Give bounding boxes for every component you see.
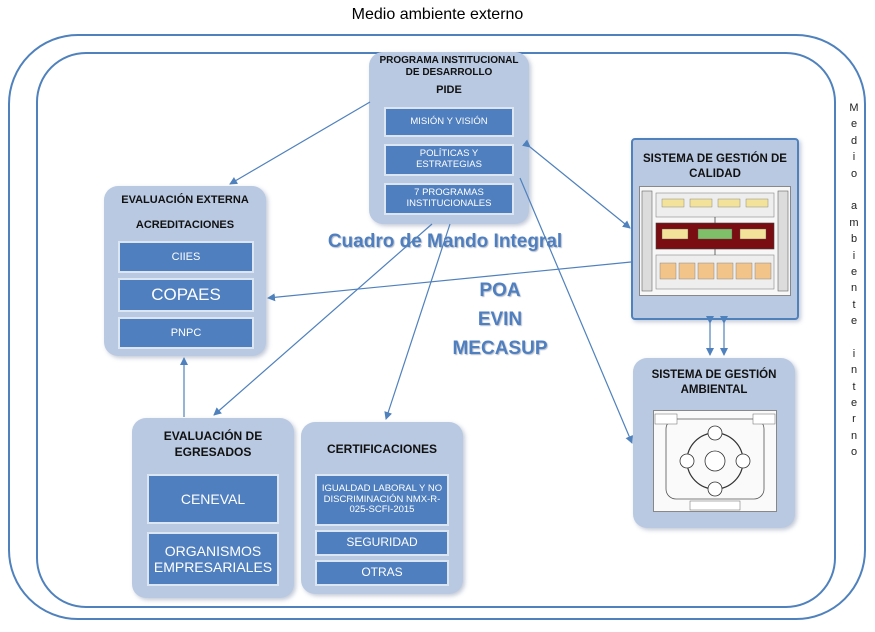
certificacion-otras[interactable]: OTRAS [315, 560, 449, 586]
inner-environment-letter: n [850, 282, 858, 295]
ambiental-title: SISTEMA DE GESTIÓN AMBIENTAL [651, 369, 777, 396]
calidad-process-map-image [639, 186, 791, 296]
pide-item-mision-vision[interactable]: MISIÓN Y VISIÓN [384, 107, 514, 137]
inner-environment-letter: e [850, 265, 858, 278]
pide-item-programas[interactable]: 7 PROGRAMAS INSTITUCIONALES [384, 183, 514, 215]
inner-environment-letter: o [850, 446, 858, 459]
pide-item-politicas[interactable]: POLÍTICAS Y ESTRATEGIAS [384, 144, 514, 176]
cuadro-mando-integral-title: Cuadro de Mando Integral [327, 231, 563, 252]
inner-environment-letter: e [850, 118, 858, 131]
inner-environment-letter: t [852, 380, 856, 393]
arrow-pide-to-ambiental [519, 177, 633, 444]
inner-environment-letter: b [850, 233, 858, 246]
inner-environment-letter: o [850, 167, 858, 180]
arrow-pide-calidad [522, 139, 631, 229]
inner-environment-letter: m [849, 216, 859, 229]
pide-subtitle: PIDE [436, 84, 462, 96]
center-line-poa: POA [479, 280, 521, 301]
acreditacion-pnpc[interactable]: PNPC [118, 317, 254, 349]
certificaciones-title: CERTIFICACIONES [326, 442, 437, 456]
center-line-mecasup: MECASUP [452, 338, 548, 359]
egresados-panel: EVALUACIÓN DE EGRESADOS CENEVAL ORGANISM… [132, 418, 294, 598]
inner-environment-letter: i [852, 249, 856, 262]
certificacion-seguridad[interactable]: SEGURIDAD [315, 530, 449, 556]
egresados-title: EVALUACIÓN DE EGRESADOS [163, 429, 263, 459]
calidad-panel: SISTEMA DE GESTIÓN DE CALIDAD [631, 138, 799, 320]
certificacion-igualdad-laboral[interactable]: IGUALDAD LABORAL Y NO DISCRIMINACIÓN NMX… [315, 474, 449, 526]
pide-title: PROGRAMA INSTITUCIONAL DE DESARROLLO [379, 55, 519, 78]
evaluacion-externa-title: EVALUACIÓN EXTERNA [121, 194, 249, 206]
inner-environment-letter: r [852, 413, 856, 426]
inner-environment-letter: n [850, 364, 858, 377]
center-line-evin: EVIN [477, 309, 523, 330]
inner-environment-letter: a [850, 200, 858, 213]
ambiental-panel: SISTEMA DE GESTIÓN AMBIENTAL [633, 358, 795, 528]
acreditacion-ciies[interactable]: CIIES [118, 241, 254, 273]
arrow-calidad-to-evaluacion-externa [267, 261, 632, 302]
outer-environment-label: Medio ambiente externo [351, 6, 524, 23]
inner-environment-letter: i [852, 151, 856, 164]
calidad-title: SISTEMA DE GESTIÓN DE CALIDAD [643, 153, 787, 180]
evaluacion-externa-panel: EVALUACIÓN EXTERNA ACREDITACIONES CIIES … [104, 186, 266, 356]
pide-panel: PROGRAMA INSTITUCIONAL DE DESARROLLO PID… [369, 52, 529, 224]
egresados-ceneval[interactable]: CENEVAL [147, 474, 279, 524]
ambiental-cycle-diagram-image [653, 410, 777, 512]
egresados-organismos-empresariales[interactable]: ORGANISMOS EMPRESARIALES [147, 532, 279, 586]
arrow-pide-to-evaluacion-externa [229, 101, 371, 185]
inner-environment-letter: e [850, 315, 858, 328]
inner-environment-letter: d [850, 134, 858, 147]
inner-environment-letter: i [852, 347, 856, 360]
arrow-pide-to-certificaciones [384, 223, 451, 420]
acreditacion-copaes[interactable]: COPAES [118, 278, 254, 312]
evaluacion-externa-subtitle: ACREDITACIONES [135, 219, 235, 231]
outer-environment-boundary [8, 34, 866, 620]
certificaciones-panel: CERTIFICACIONES IGUALDAD LABORAL Y NO DI… [301, 422, 463, 594]
inner-environment-letter: n [850, 429, 858, 442]
inner-environment-letter: t [852, 298, 856, 311]
inner-environment-letter: M [849, 102, 859, 114]
arrow-pide-to-egresados [213, 223, 433, 416]
inner-environment-letter: e [850, 397, 858, 410]
